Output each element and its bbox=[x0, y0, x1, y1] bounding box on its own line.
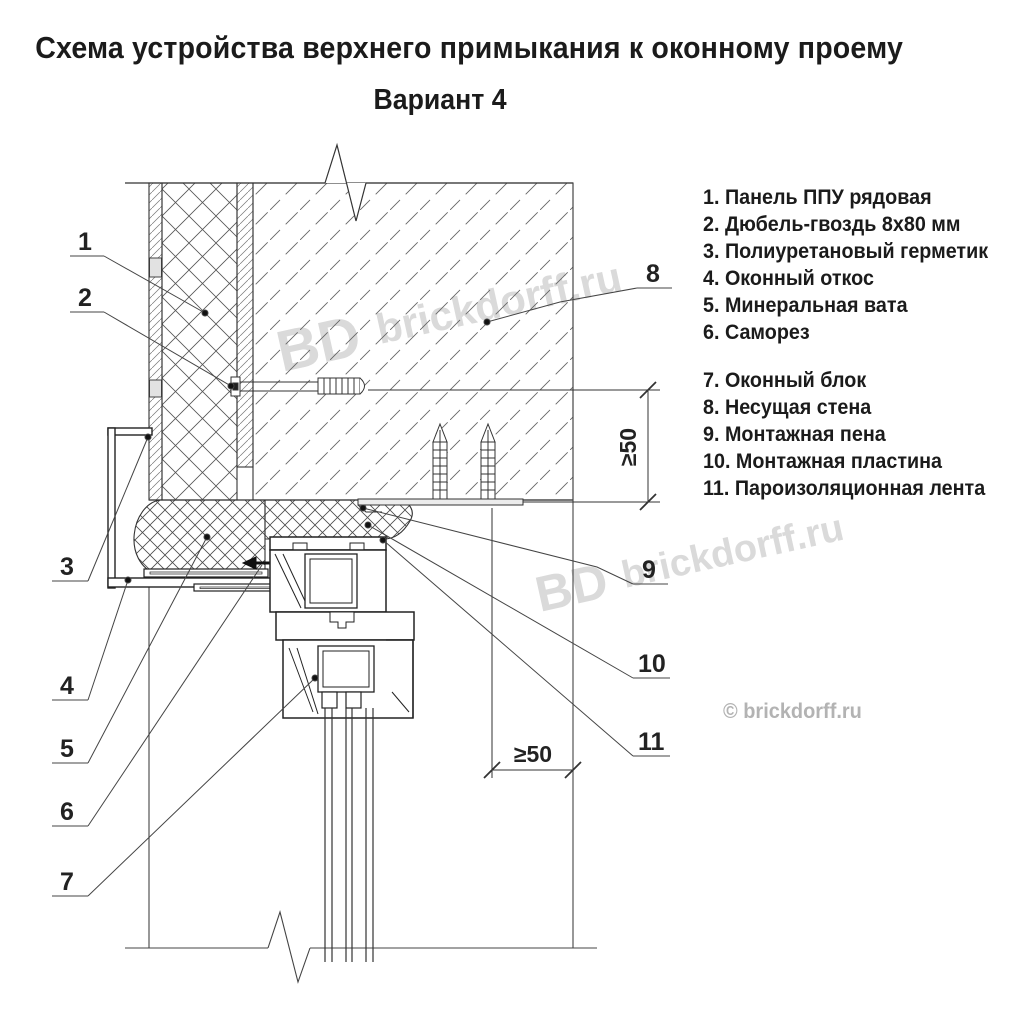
break-line-bottom bbox=[125, 910, 597, 984]
mounting-foam bbox=[264, 499, 413, 540]
legend-item-1: 1. Панель ППУ рядовая bbox=[703, 186, 932, 209]
callout-9: 9 bbox=[642, 556, 656, 584]
dimension-vertical-label: ≥50 bbox=[615, 428, 641, 466]
leader-5 bbox=[52, 533, 211, 764]
leader-7 bbox=[52, 674, 319, 897]
leader-2 bbox=[70, 311, 235, 390]
leader-8 bbox=[483, 287, 672, 326]
legend-item-7: 7. Оконный блок bbox=[703, 369, 867, 392]
dimension-horizontal bbox=[483, 761, 582, 779]
legend-item-4: 4. Оконный откос bbox=[703, 267, 874, 290]
dowel-nail bbox=[230, 376, 365, 397]
callout-10: 10 bbox=[638, 650, 666, 678]
legend-item-11: 11. Пароизоляционная лента bbox=[703, 477, 986, 500]
legend-item-3: 3. Полиуретановый герметик bbox=[703, 240, 989, 263]
callout-11: 11 bbox=[638, 728, 665, 756]
legend-item-2: 2. Дюбель-гвоздь 8х80 мм bbox=[703, 213, 961, 236]
panel-joint-sealant bbox=[149, 257, 162, 398]
callout-7: 7 bbox=[60, 868, 74, 896]
callout-3: 3 bbox=[60, 553, 74, 581]
callout-8: 8 bbox=[646, 260, 660, 288]
glazing-unit bbox=[324, 708, 374, 962]
leader-3 bbox=[52, 433, 152, 582]
callout-6: 6 bbox=[60, 798, 74, 826]
callout-4: 4 bbox=[60, 672, 74, 700]
legend: 1. Панель ППУ рядовая 2. Дюбель-гвоздь 8… bbox=[703, 184, 1002, 502]
callout-1: 1 bbox=[78, 228, 92, 256]
leader-11 bbox=[379, 536, 670, 757]
dimension-vertical bbox=[368, 381, 660, 511]
legend-item-8: 8. Несущая стена bbox=[703, 396, 872, 419]
leader-10 bbox=[364, 521, 670, 679]
leader-4 bbox=[52, 576, 132, 701]
ppu-panel bbox=[161, 182, 238, 501]
copyright-watermark: © brickdorff.ru bbox=[723, 700, 862, 723]
watermark-lower: BD brickdorff.ru bbox=[530, 507, 847, 623]
leader-9 bbox=[359, 504, 668, 585]
legend-item-9: 9. Монтажная пена bbox=[703, 423, 886, 446]
legend-item-10: 10. Монтажная пластина bbox=[703, 450, 943, 473]
load-bearing-wall bbox=[252, 182, 574, 501]
page-subtitle: Вариант 4 bbox=[373, 84, 507, 116]
leader-6 bbox=[52, 564, 263, 827]
window-frame bbox=[269, 536, 415, 719]
leader-1 bbox=[70, 255, 209, 317]
page-title: Схема устройства верхнего примыкания к о… bbox=[35, 30, 904, 65]
legend-item-6: 6. Саморез bbox=[703, 321, 810, 344]
callout-5: 5 bbox=[60, 735, 74, 763]
panel-facing-strip-inner bbox=[236, 182, 254, 468]
legend-item-5: 5. Минеральная вата bbox=[703, 294, 908, 317]
break-line-top bbox=[324, 142, 367, 222]
svg-text:BD: BD bbox=[530, 552, 613, 622]
callout-2: 2 bbox=[78, 284, 92, 312]
dimension-horizontal-label: ≥50 bbox=[514, 741, 552, 767]
